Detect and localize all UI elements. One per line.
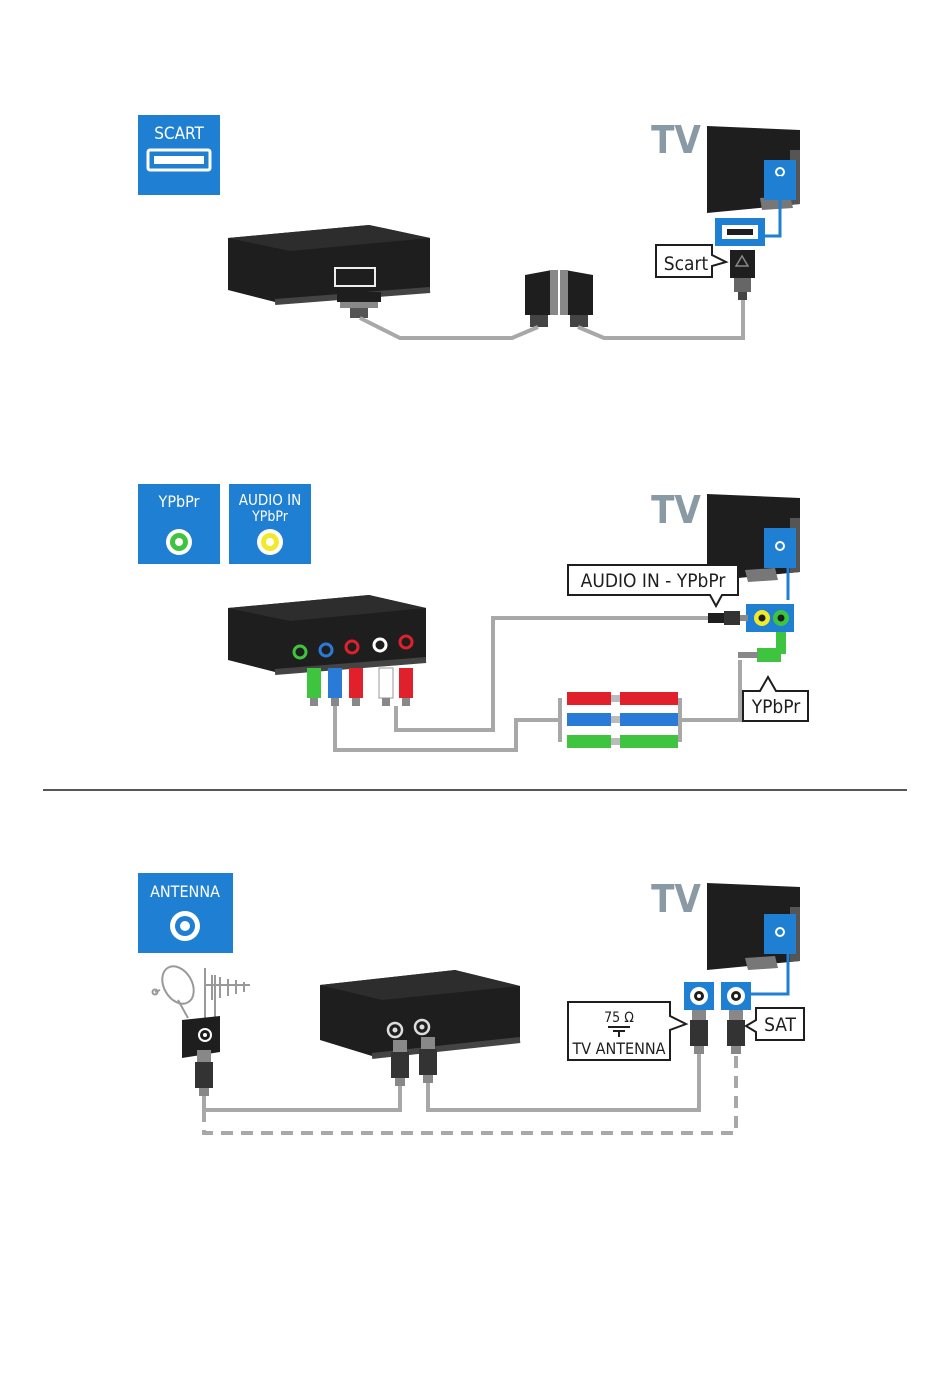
tv-icon xyxy=(707,126,800,246)
audio-in-badge: AUDIO IN YPbPr xyxy=(229,484,311,564)
ypbpr-diagram: YPbPr AUDIO IN YPbPr TV xyxy=(138,484,808,750)
antenna-badge-label: ANTENNA xyxy=(150,882,220,901)
ypbpr-plug-tv xyxy=(738,632,786,662)
scart-plug-tv xyxy=(730,250,755,300)
audio-in-callout-label: AUDIO IN - YPbPr xyxy=(581,570,727,592)
audio-in-badge-line2: YPbPr xyxy=(251,509,289,525)
scart-tv-label: TV xyxy=(651,118,701,162)
ohm-label: 75 Ω xyxy=(604,1010,634,1026)
ypbpr-callout-label: YPbPr xyxy=(751,696,802,718)
set-top-box-icon xyxy=(228,595,426,672)
antenna-port-icon xyxy=(170,911,200,941)
rca-plugs-box xyxy=(307,668,413,706)
aerial-icon xyxy=(205,968,250,1018)
tv-antenna-label: TV ANTENNA xyxy=(571,1039,665,1058)
ypbpr-tv-label: TV xyxy=(651,488,701,532)
scart-badge: SCART xyxy=(138,115,220,195)
rca-port-icon xyxy=(257,529,283,555)
component-plug-pairs xyxy=(567,692,678,748)
scart-callout: Scart xyxy=(656,245,726,277)
scart-callout-label: Scart xyxy=(664,253,709,275)
ypbpr-badge-label: YPbPr xyxy=(158,492,200,511)
audio-jack-plug xyxy=(708,611,748,625)
antenna-badge: ANTENNA xyxy=(138,873,233,953)
antenna-cables xyxy=(204,1054,736,1133)
ypbpr-callout: YPbPr xyxy=(743,677,808,721)
antenna-diagram: ANTENNA TV xyxy=(138,873,804,1133)
scart-badge-label: SCART xyxy=(154,124,204,144)
scart-plug-pair xyxy=(525,270,593,327)
antenna-tv-label: TV xyxy=(651,877,701,921)
set-top-box-icon xyxy=(320,970,520,1056)
tv-icon xyxy=(684,883,800,1010)
tv-icon xyxy=(707,494,800,632)
set-top-box-icon xyxy=(228,225,430,302)
scart-diagram: SCART TV xyxy=(138,115,800,338)
audio-in-callout: AUDIO IN - YPbPr xyxy=(568,565,738,606)
audio-in-badge-line1: AUDIO IN xyxy=(239,491,301,509)
sat-callout-label: SAT xyxy=(764,1014,796,1036)
tv-antenna-callout: 75 Ω TV ANTENNA xyxy=(568,1002,686,1060)
ypbpr-badge: YPbPr xyxy=(138,484,220,564)
sat-callout: SAT xyxy=(746,1008,804,1040)
scart-plug-box xyxy=(337,292,381,318)
rca-port-icon xyxy=(166,529,192,555)
satellite-dish-icon xyxy=(153,961,201,1018)
